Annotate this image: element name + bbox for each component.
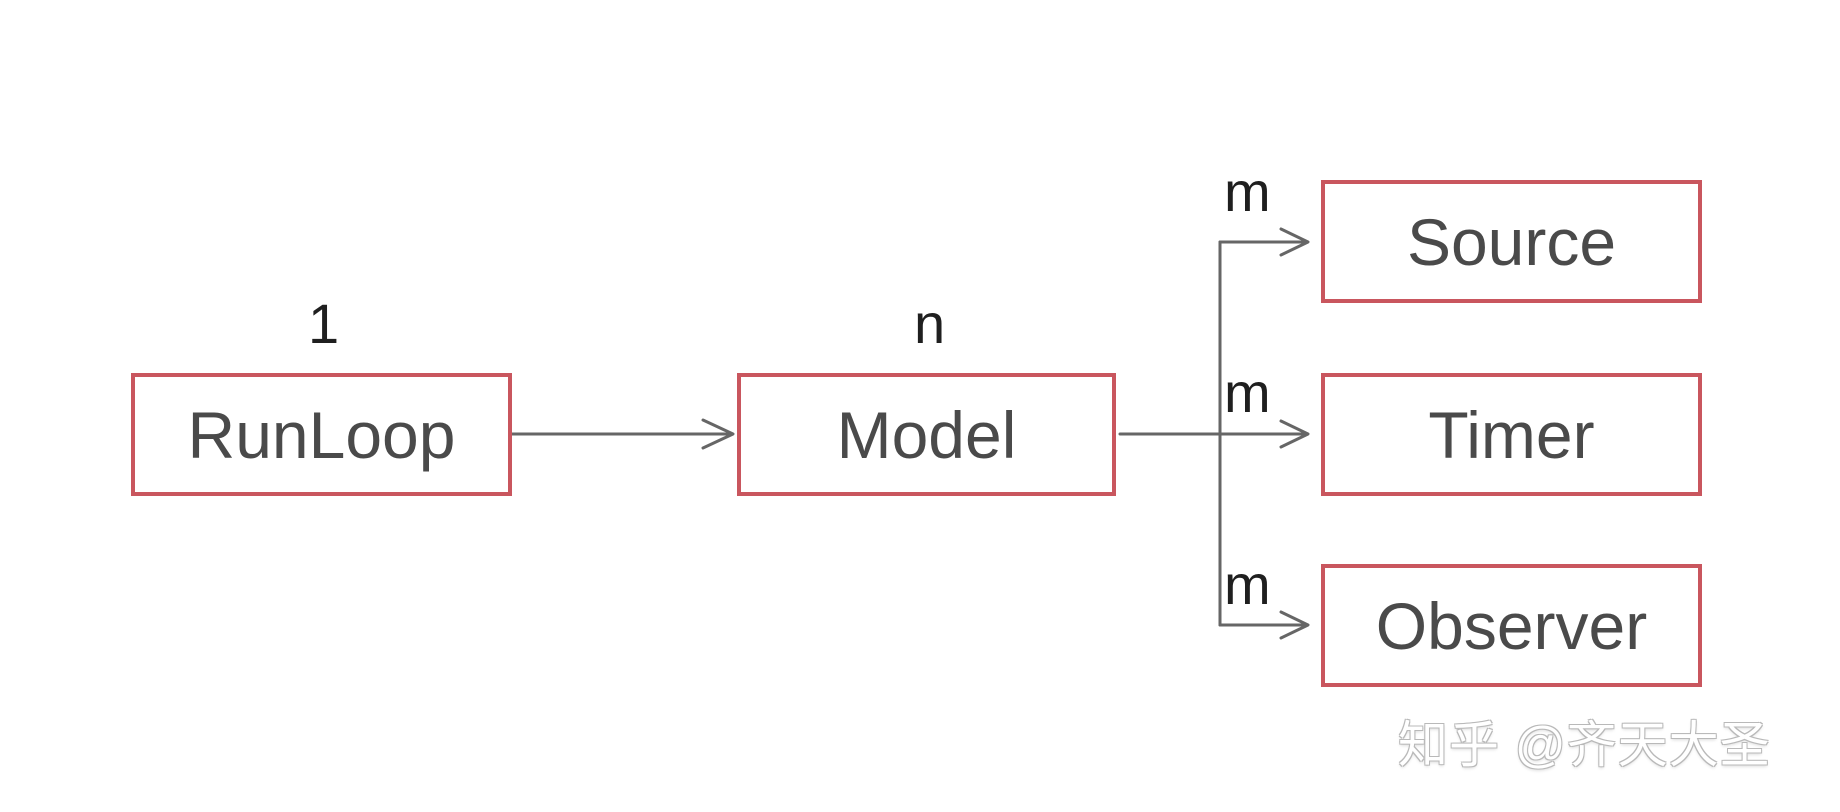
runloop-to-model-arrowhead (701, 418, 735, 450)
observer-node: Observer (1321, 564, 1702, 687)
model-node: Model (737, 373, 1116, 496)
source-arrowhead (1279, 227, 1310, 257)
source-multiplicity-label: m (1224, 160, 1271, 223)
source-node: Source (1321, 180, 1702, 303)
timer-node: Timer (1321, 373, 1702, 496)
timer-arrowhead (1279, 419, 1310, 449)
runloop-multiplicity-label: 1 (308, 292, 340, 355)
observer-arrowhead (1279, 610, 1310, 640)
runloop-node: RunLoop (131, 373, 512, 496)
timer-multiplicity-label: m (1224, 361, 1271, 424)
observer-multiplicity-label: m (1224, 553, 1271, 616)
model-multiplicity-label: n (914, 292, 946, 355)
zhihu-watermark: 知乎 @齐天大圣 (1398, 717, 1771, 773)
